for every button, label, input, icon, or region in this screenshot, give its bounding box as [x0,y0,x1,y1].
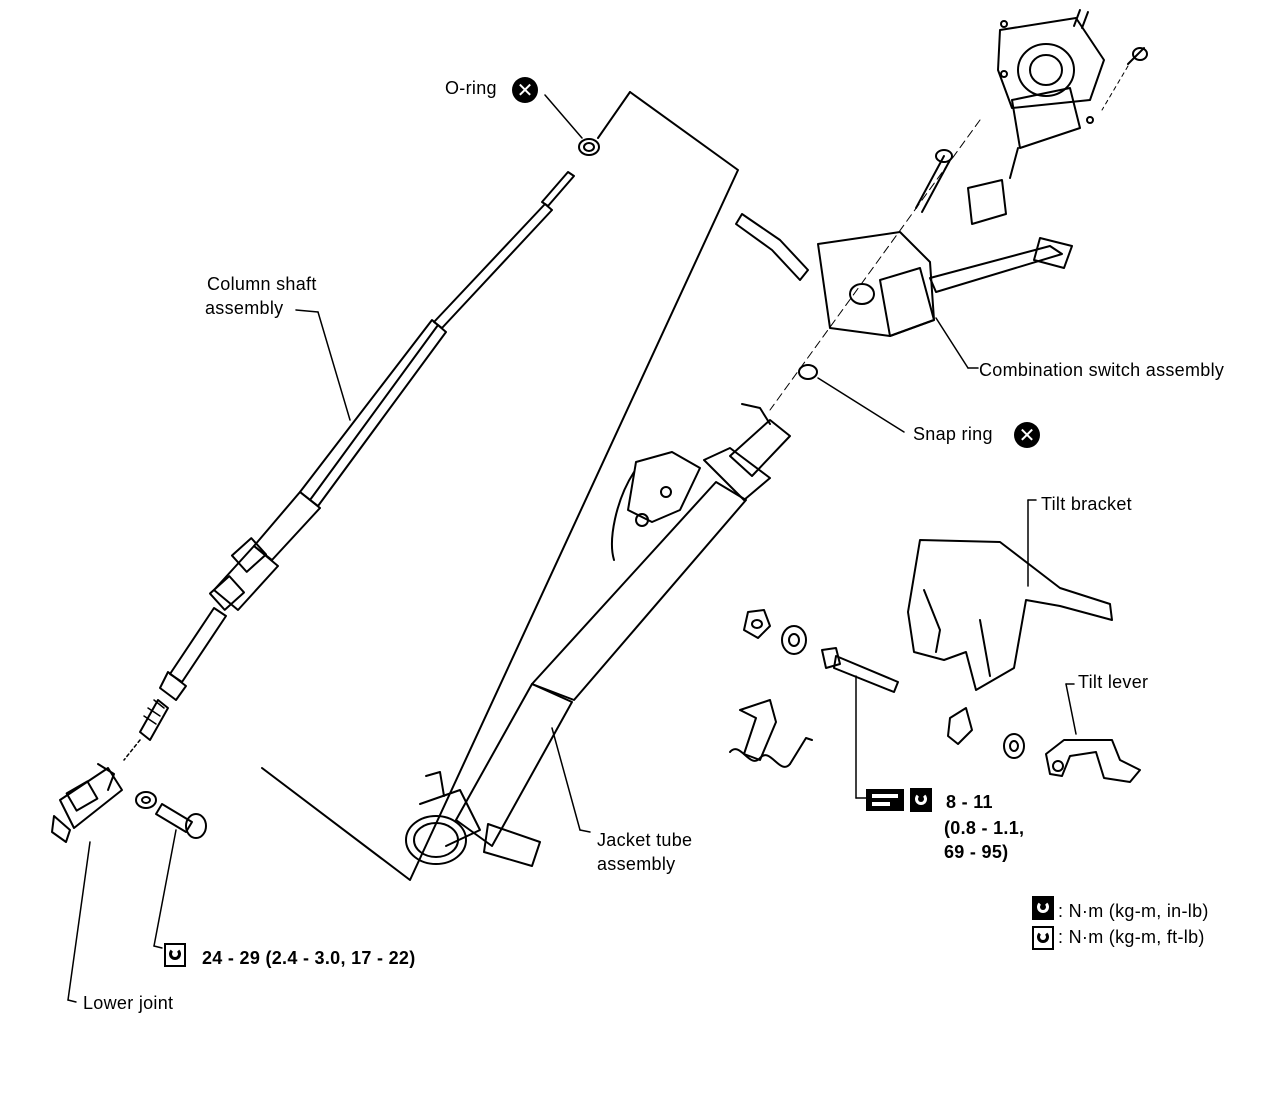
lock-screw-part [1101,47,1148,111]
tilt-bracket-label: Tilt bracket [1041,494,1132,514]
wrench-outline-icon [164,943,186,967]
tilt-lever-label: Tilt lever [1078,672,1149,692]
column-shaft-label-line1: Column shaft [207,274,317,294]
x-circle-icon: ✕ [512,77,538,103]
jacket-group-outline [261,91,739,881]
tilt-bolt-part [821,647,899,693]
jacket-tube-label-line1: Jacket tube [597,830,693,850]
lower-joint-label: Lower joint [83,993,174,1013]
column-shaft-part [139,171,575,741]
tilt-spring-part [729,699,813,768]
legend-ft-lb: : N·m (kg-m, ft-lb) [1058,927,1205,947]
wrench-filled-icon [910,788,932,812]
legend-in-lb: : N·m (kg-m, in-lb) [1058,901,1209,921]
jacket-tube-part [405,403,791,867]
snap-ring-label: Snap ring [913,424,993,444]
tool-icon [866,789,904,811]
lock-bolt-part [915,149,953,213]
lower-joint-bolt-torque: 24 - 29 (2.4 - 3.0, 17 - 22) [202,948,416,968]
combination-switch-label: Combination switch assembly [979,360,1225,380]
steering-lock-part [967,9,1105,225]
o-ring-part [578,138,600,156]
tilt-cam-part [947,707,973,745]
o-ring-label: O-ring [445,78,497,98]
snap-ring-part [798,364,818,380]
tilt-bolt-torque-line2: (0.8 - 1.1, [944,818,1025,838]
column-shaft-label-line2: assembly [205,298,284,318]
combination-switch-part [735,213,1073,337]
tilt-bolt-torque-line1: 8 - 11 [946,792,993,812]
tilt-nut-part [743,609,771,639]
tilt-ring-part [1003,733,1025,759]
tilt-washer-part [781,625,807,655]
wrench-filled-icon [1032,896,1054,920]
tilt-bracket-part [907,539,1113,691]
wrench-outline-icon [1032,926,1054,950]
x-circle-icon: ✕ [1014,422,1040,448]
lower-joint-bolt-part [135,791,207,839]
lower-joint-part [51,763,123,843]
tilt-lever-part [1045,739,1141,783]
tilt-bolt-torque-line3: 69 - 95) [944,842,1009,862]
jacket-tube-label-line2: assembly [597,854,676,874]
